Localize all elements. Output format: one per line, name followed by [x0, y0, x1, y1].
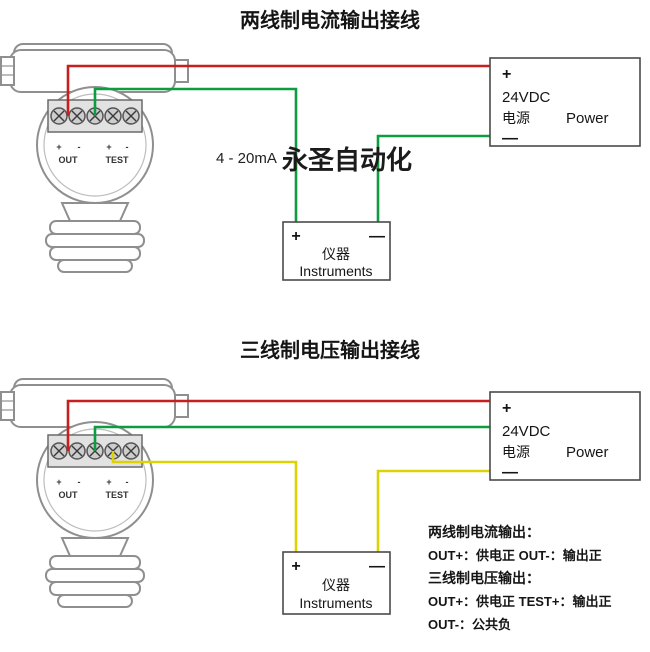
power-supply-box-bottom: + 24VDC 电源 Power — — [489, 391, 641, 481]
instrument-minus-label: — — [369, 228, 385, 245]
note-two-wire-detail: OUT+：供电正 OUT-：输出正 — [428, 548, 602, 563]
wire-return-to-instrument-top — [376, 134, 490, 222]
note-two-wire-heading: 两线制电流输出： — [428, 524, 540, 540]
instrument-plus-label: + — [291, 558, 300, 575]
power-minus-label: — — [502, 464, 518, 481]
wire-signal-to-instrument-top — [93, 87, 298, 222]
power-en-label: Power — [566, 444, 609, 461]
note-three-wire-detail: OUT+：供电正 TEST+：输出正 — [428, 594, 611, 609]
power-cn-label: 电源 — [502, 444, 530, 460]
instrument-cn-label: 仪器 — [322, 246, 350, 262]
note-three-wire-detail2: OUT-：公共负 — [428, 617, 511, 632]
power-supply-box-top: + 24VDC 电源 Power — — [489, 57, 641, 147]
pressure-transmitter-top — [1, 44, 188, 272]
watermark-text: 永圣自动化 — [282, 145, 412, 175]
instrument-minus-label: — — [369, 558, 385, 575]
wire-common-to-instrument-bottom — [376, 469, 490, 552]
instrument-box-bottom: + — 仪器 Instruments — [282, 551, 391, 615]
power-minus-label: — — [502, 130, 518, 147]
power-voltage-label: 24VDC — [502, 423, 551, 440]
instrument-en-label: Instruments — [299, 595, 372, 611]
power-voltage-label: 24VDC — [502, 89, 551, 106]
instrument-en-label: Instruments — [299, 263, 372, 279]
note-three-wire-heading: 三线制电压输出： — [428, 570, 540, 586]
instrument-cn-label: 仪器 — [322, 577, 350, 593]
wiring-notes: 两线制电流输出： OUT+：供电正 OUT-：输出正 三线制电压输出： OUT+… — [428, 524, 611, 632]
pressure-transmitter-bottom — [1, 379, 188, 607]
wire-supply-positive-bottom — [66, 399, 490, 451]
power-cn-label: 电源 — [502, 110, 530, 126]
instrument-plus-label: + — [291, 228, 300, 245]
power-plus-label: + — [502, 400, 511, 417]
top-diagram-title: 两线制电流输出接线 — [240, 8, 420, 32]
wire-supply-second-bottom — [93, 425, 490, 451]
bottom-diagram-title: 三线制电压输出接线 — [240, 338, 420, 362]
current-loop-label: 4 - 20mA — [216, 150, 277, 167]
instrument-box-top: + — 仪器 Instruments — [282, 221, 391, 281]
power-en-label: Power — [566, 110, 609, 127]
wire-signal-to-instrument-bottom — [111, 451, 298, 552]
power-plus-label: + — [502, 66, 511, 83]
wire-supply-positive-top — [66, 64, 490, 116]
